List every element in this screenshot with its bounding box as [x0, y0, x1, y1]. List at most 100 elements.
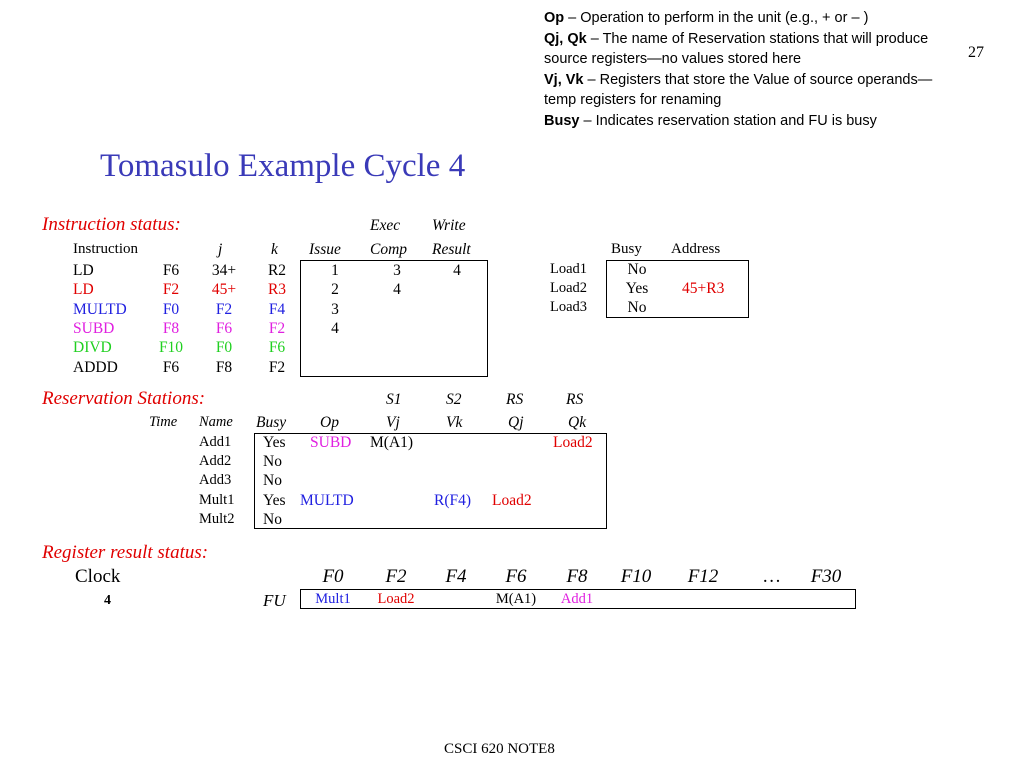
- instruction-k: F6: [268, 339, 286, 357]
- header-rs-j: RS: [506, 391, 524, 408]
- clock-value: 4: [104, 593, 111, 608]
- write-result-cycle: 4: [453, 262, 461, 279]
- instruction-dest: F8: [162, 319, 180, 337]
- instruction-op: LD: [73, 262, 94, 279]
- load-buffer-name: Load3: [550, 299, 588, 315]
- instruction-j: 45+: [211, 281, 237, 299]
- header-busy: Busy: [611, 241, 642, 257]
- header-result: Result: [432, 241, 471, 258]
- register-fu-value: M(A1): [495, 591, 537, 607]
- instruction-j: F8: [215, 358, 233, 376]
- issue-cycle: 2: [331, 281, 339, 299]
- register-result-box: [300, 589, 856, 609]
- header-vj: Vj: [386, 414, 400, 431]
- header-instruction: Instruction: [73, 241, 138, 257]
- note-vj-vk: Vj, Vk – Registers that store the Value …: [544, 71, 933, 109]
- instruction-dest: F0: [162, 300, 180, 318]
- load-buffer-name: Load1: [550, 261, 588, 277]
- rs-name: Mult2: [199, 510, 235, 527]
- register-name: F8: [566, 566, 588, 587]
- header-rs-busy: Busy: [256, 414, 287, 431]
- header-s1: S1: [386, 391, 402, 408]
- note-qj-qk: Qj, Qk – The name of Reservation station…: [544, 30, 929, 68]
- instruction-k: F2: [268, 319, 286, 337]
- exec-complete-cycle: 3: [393, 262, 401, 279]
- header-op: Op: [320, 414, 339, 431]
- rs-vk: R(F4): [434, 491, 472, 509]
- slide-title: Tomasulo Example Cycle 4: [100, 148, 466, 184]
- load-buffer-busy: No: [627, 299, 647, 316]
- fu-label: FU: [263, 591, 286, 610]
- issue-cycle: 3: [331, 300, 339, 318]
- header-exec: Exec: [370, 217, 401, 234]
- header-name: Name: [199, 414, 233, 430]
- rs-name: Add1: [199, 434, 232, 450]
- footer: CSCI 620 NOTE8: [444, 741, 555, 757]
- instruction-j: F0: [215, 339, 233, 357]
- reservation-stations-box: [254, 433, 607, 529]
- load-buffer-busy: Yes: [625, 280, 649, 297]
- register-name: F2: [385, 566, 407, 587]
- rs-busy: Yes: [263, 434, 286, 451]
- instruction-dest: F2: [162, 281, 180, 299]
- instruction-status-label: Instruction status:: [42, 214, 181, 235]
- instruction-k: F2: [268, 358, 286, 376]
- exec-complete-cycle: 4: [393, 281, 401, 299]
- instruction-k: R2: [267, 262, 287, 279]
- header-qk: Qk: [568, 414, 587, 431]
- register-result-status-label: Register result status:: [42, 542, 209, 563]
- load-buffer-busy: No: [627, 261, 647, 278]
- instruction-k: F4: [268, 300, 286, 318]
- rs-qk: Load2: [553, 434, 593, 451]
- header-k: k: [271, 241, 278, 258]
- instruction-op: LD: [73, 281, 94, 299]
- load-buffer-name: Load2: [550, 280, 588, 296]
- register-name: F4: [445, 566, 467, 587]
- rs-name: Add2: [199, 453, 232, 470]
- instruction-op: SUBD: [73, 319, 115, 337]
- instruction-op: ADDD: [73, 358, 118, 376]
- header-vk: Vk: [446, 414, 463, 431]
- issue-cycle: 4: [331, 319, 339, 337]
- notes-block: Op – Operation to perform in the unit (e…: [544, 8, 964, 131]
- clock-label: Clock: [75, 566, 121, 587]
- register-fu-value: Add1: [560, 591, 594, 607]
- header-comp: Comp: [370, 241, 408, 258]
- instruction-j: 34+: [211, 262, 237, 279]
- header-address: Address: [671, 241, 721, 257]
- rs-busy: No: [263, 453, 282, 471]
- header-issue: Issue: [309, 241, 341, 258]
- note-op: Op – Operation to perform in the unit (e…: [544, 10, 869, 26]
- register-fu-value: Mult1: [315, 591, 351, 607]
- rs-busy: Yes: [263, 491, 286, 509]
- issue-cycle: 1: [331, 262, 339, 279]
- instruction-dest: F6: [162, 262, 180, 279]
- note-busy: Busy – Indicates reservation station and…: [544, 112, 877, 129]
- instruction-dest: F10: [158, 339, 184, 357]
- header-write: Write: [432, 217, 466, 234]
- rs-vj: M(A1): [370, 434, 414, 451]
- register-name: …: [763, 566, 781, 587]
- rs-name: Mult1: [199, 491, 235, 508]
- load-buffer-box: [606, 260, 749, 318]
- instruction-dest: F6: [162, 358, 180, 376]
- header-s2: S2: [446, 391, 462, 408]
- instruction-k: R3: [267, 281, 287, 299]
- register-name: F0: [322, 566, 344, 587]
- reservation-stations-label: Reservation Stations:: [42, 388, 206, 409]
- register-name: F12: [687, 566, 719, 587]
- rs-op: MULTD: [300, 491, 354, 509]
- rs-name: Add3: [199, 472, 232, 489]
- header-rs-k: RS: [566, 391, 584, 408]
- instruction-op: MULTD: [73, 300, 127, 318]
- rs-op: SUBD: [310, 434, 352, 451]
- register-name: F10: [620, 566, 652, 587]
- header-qj: Qj: [508, 414, 524, 431]
- header-j: j: [218, 241, 223, 258]
- register-fu-value: Load2: [377, 591, 415, 607]
- instruction-op: DIVD: [73, 339, 112, 357]
- register-name: F30: [810, 566, 842, 587]
- instruction-status-box: [300, 260, 488, 377]
- rs-busy: No: [263, 510, 282, 528]
- rs-busy: No: [263, 472, 282, 490]
